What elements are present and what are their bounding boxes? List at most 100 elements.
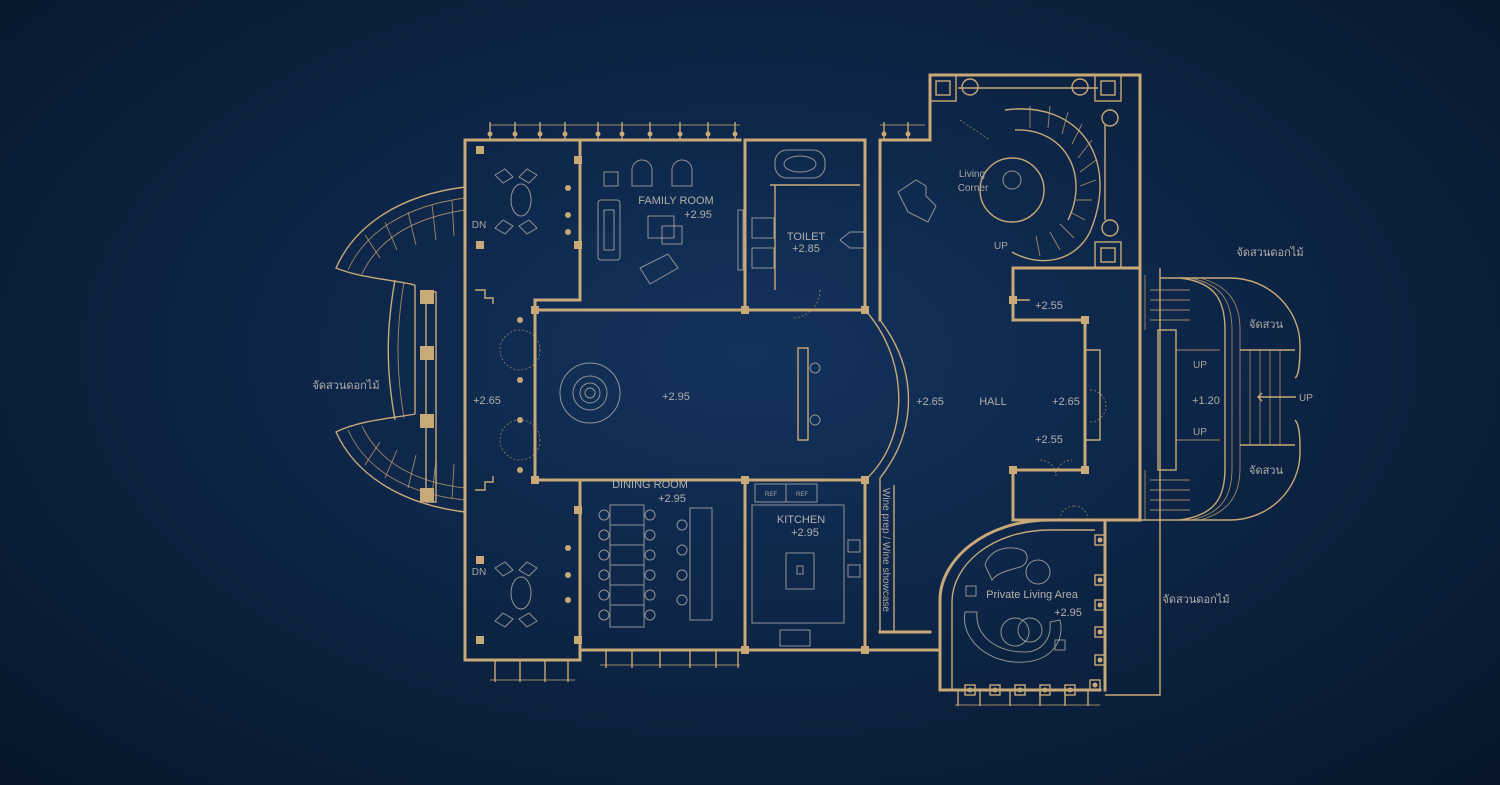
private-living-post-core: [1042, 687, 1048, 693]
window-post-cap: [647, 131, 653, 137]
column: [741, 646, 749, 654]
window-post-cap: [677, 131, 683, 137]
west-garden-label: จัดสวนดอกไม้: [312, 379, 379, 392]
private-living-post: [1094, 534, 1106, 546]
entrance-level: +1.20: [1192, 395, 1220, 407]
column: [574, 156, 582, 164]
structural-columns: [476, 146, 1089, 654]
bar-stool: [676, 544, 688, 556]
toilet-label: TOILET: [787, 231, 826, 243]
hall-upper-level: +2.55: [1035, 300, 1063, 312]
dining-chair: [598, 549, 610, 561]
private-living-post: [1094, 599, 1106, 611]
private-living-columns: [964, 534, 1106, 696]
private-living-post: [1089, 679, 1101, 691]
wall-light: [517, 317, 523, 323]
family-room-label: FAMILY ROOM: [638, 195, 713, 207]
north-east-garden-label: จัดสวนดอกไม้: [1236, 246, 1303, 259]
dining-chair: [644, 509, 656, 521]
entry-garden-bottom-label: จัดสวน: [1249, 465, 1283, 477]
wall-light: [565, 545, 571, 551]
window-post-cap: [537, 131, 543, 137]
private-living-post: [1094, 654, 1106, 666]
wall-light: [517, 377, 523, 383]
private-living-post: [1094, 574, 1106, 586]
column: [476, 241, 484, 249]
stair-up-spiral: UP: [994, 241, 1008, 252]
garden-labels: จัดสวนดอกไม้ จัดสวนดอกไม้ จัดสวนดอกไม้ จ…: [312, 246, 1303, 606]
dining-room-level: +2.95: [658, 493, 686, 505]
private-living-post: [1039, 684, 1051, 696]
column: [574, 506, 582, 514]
private-living-post: [989, 684, 1001, 696]
room-labels: FAMILY ROOM +2.95 TOILET +2.85 Living Co…: [473, 169, 1220, 619]
private-living-post-core: [1067, 687, 1073, 693]
hall-left-level: +2.65: [916, 396, 944, 408]
column: [531, 306, 539, 314]
dining-chair: [644, 529, 656, 541]
bar-stool: [676, 569, 688, 581]
window-post-cap: [619, 131, 625, 137]
private-living-level: +2.95: [1054, 607, 1082, 619]
west-lobby-level: +2.65: [473, 395, 501, 407]
dining-chair: [644, 609, 656, 621]
dining-room-label: DINING ROOM: [612, 479, 688, 491]
central-chandelier: [559, 362, 621, 424]
column: [476, 636, 484, 644]
window-posts: [487, 122, 1089, 706]
window-post-cap: [562, 131, 568, 137]
column: [1081, 466, 1089, 474]
hall-alcoves: [1013, 299, 1107, 521]
living-corner-label-2: Corner: [958, 183, 989, 194]
column: [574, 241, 582, 249]
private-living-post-core: [1092, 682, 1098, 688]
fridge-label-2: REF: [796, 492, 808, 498]
window-post-cap: [512, 131, 518, 137]
hall-lower-level: +2.55: [1035, 434, 1063, 446]
toilet-fixtures: [751, 149, 865, 319]
column: [861, 306, 869, 314]
spiral-staircase: [979, 105, 1101, 262]
column: [741, 476, 749, 484]
wall-light: [565, 572, 571, 578]
hall-label: HALL: [979, 396, 1007, 408]
column: [531, 476, 539, 484]
window-post-cap: [705, 131, 711, 137]
bar-stool: [676, 519, 688, 531]
window-post-cap: [487, 131, 493, 137]
dining-chair: [598, 529, 610, 541]
private-living-label: Private Living Area: [986, 589, 1079, 601]
center-level: +2.95: [662, 391, 690, 403]
entry-garden-top-label: จัดสวน: [1249, 319, 1283, 331]
fridge-labels: REF REF: [765, 492, 808, 498]
bar-stool: [676, 594, 688, 606]
stair-up-main: UP: [1299, 393, 1313, 404]
dining-chair: [644, 569, 656, 581]
wall-light: [565, 597, 571, 603]
stair-dn-north: DN: [472, 220, 486, 231]
east-entrance: [1144, 275, 1301, 521]
private-living-post: [1014, 684, 1026, 696]
west-lobby-furniture: [475, 168, 541, 628]
dining-chair: [644, 589, 656, 601]
toilet-level: +2.85: [792, 243, 820, 255]
dining-chair: [598, 569, 610, 581]
window-post-cap: [905, 131, 911, 137]
hall-right-level: +2.65: [1052, 396, 1080, 408]
column: [861, 476, 869, 484]
family-room-level: +2.95: [684, 209, 712, 221]
dining-chair: [644, 549, 656, 561]
up-arrow: [1257, 392, 1296, 402]
west-curved-stairs: [335, 186, 466, 513]
column: [574, 636, 582, 644]
private-living-post-core: [1017, 687, 1023, 693]
grand-piano: [897, 179, 937, 223]
private-living-post-core: [967, 687, 973, 693]
window-post-cap: [881, 131, 887, 137]
column: [741, 306, 749, 314]
living-corner-label-1: Living: [959, 169, 985, 180]
private-living-post-core: [1097, 629, 1103, 635]
wall-light: [565, 212, 571, 218]
private-living-post-core: [1097, 577, 1103, 583]
